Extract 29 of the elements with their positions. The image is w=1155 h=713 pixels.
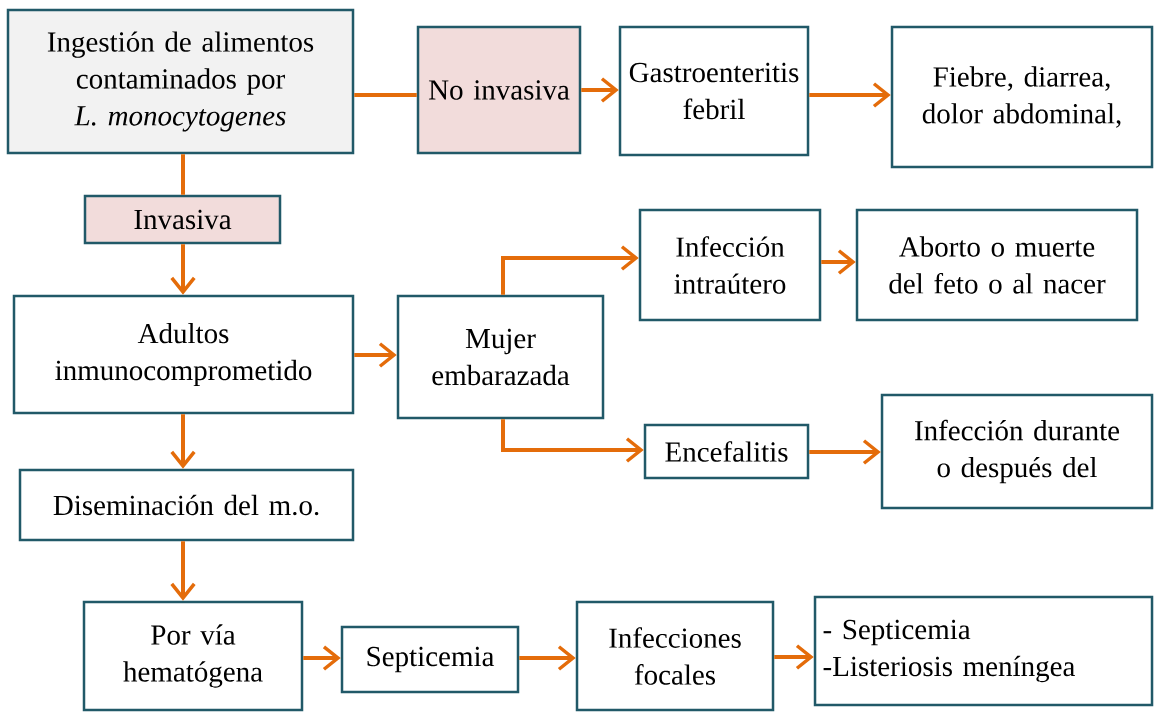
shaded-box: Invasiva [83,194,282,245]
process-box: Infecciones focales [575,600,775,712]
process-box: Adultos inmunocomprometido [12,294,355,415]
shaded-box: No invasiva [416,25,582,155]
arrow [501,245,639,295]
process-box: Aborto o muerte del feto o al nacer [855,208,1139,322]
process-box: Infección intraútero [638,208,822,322]
arrow [774,644,814,670]
process-box: Mujer embarazada [396,294,605,420]
arrow [170,244,196,295]
process-box: Por vía hematógena [82,600,304,712]
process-box: Septicemia [340,625,520,694]
arrow [170,541,196,601]
arrow [303,645,341,671]
process-box: Diseminación del m.o. [18,468,355,542]
shaded-box: Ingestión de alimentos contaminados por L. monocytogenes [6,8,355,155]
process-box: Infección durante o después del [880,393,1154,510]
arrow [170,414,196,469]
process-box: Encefalitis [643,423,810,480]
arrow [501,419,644,463]
arrow [809,82,891,108]
process-box: Gastroenteritis febril [618,25,810,157]
arrow [581,77,619,103]
arrow [809,439,881,465]
arrow [519,645,576,671]
arrow [354,342,397,368]
process-box: - Septicemia -Listeriosis meníngea [813,595,1154,707]
arrow [821,249,856,275]
process-box: Fiebre, diarrea, dolor abdominal, [890,25,1154,169]
